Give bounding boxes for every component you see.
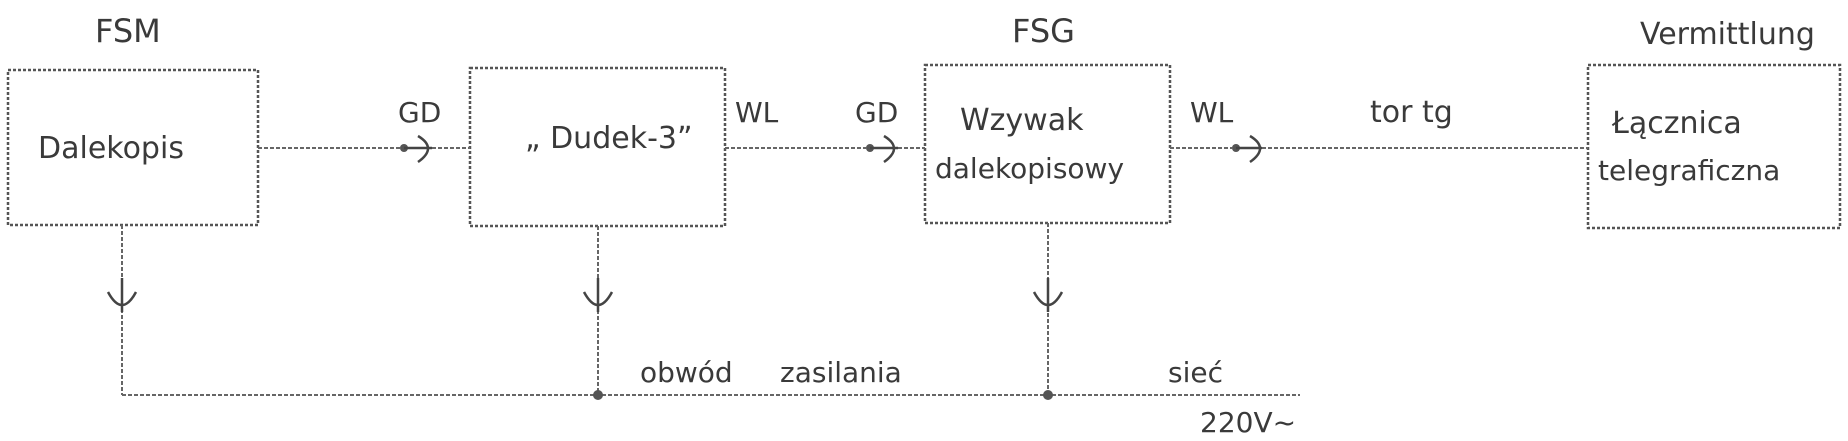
box-wzywak-label-1: Wzywak <box>960 103 1084 138</box>
power-plug-symbol-1 <box>106 278 138 312</box>
junction-dot-2 <box>1043 390 1053 400</box>
connector-symbol-1 <box>400 134 432 164</box>
label-vermittlung: Vermittlung <box>1640 17 1815 52</box>
label-siec: sieć <box>1168 356 1223 389</box>
box-dudek-label: „ Dudek-3” <box>525 121 693 156</box>
box-wzywak <box>923 63 1172 225</box>
label-wl-2: WL <box>1190 96 1234 129</box>
label-gd-2: GD <box>855 96 898 129</box>
power-plug-symbol-2 <box>582 278 614 312</box>
connector-symbol-2 <box>866 134 898 164</box>
box-dalekopis-label: Dalekopis <box>38 131 184 166</box>
label-gd-1: GD <box>398 96 441 129</box>
box-lacznica-label-2: telegraficzna <box>1598 154 1780 187</box>
label-obwod: obwód <box>640 356 733 389</box>
connector-symbol-3 <box>1232 134 1262 164</box>
junction-dot-1 <box>593 390 603 400</box>
label-wl-1: WL <box>735 96 779 129</box>
label-fsg: FSG <box>1012 12 1075 50</box>
power-plug-symbol-3 <box>1032 278 1064 312</box>
label-tor-tg: tor tg <box>1370 95 1453 130</box>
box-wzywak-label-2: dalekopisowy <box>935 152 1124 185</box>
label-zasilania: zasilania <box>780 356 902 389</box>
label-fsm: FSM <box>95 12 161 50</box>
label-voltage: 220V~ <box>1200 406 1296 439</box>
box-lacznica <box>1586 63 1842 230</box>
box-lacznica-label-1: Łącznica <box>1611 106 1742 141</box>
